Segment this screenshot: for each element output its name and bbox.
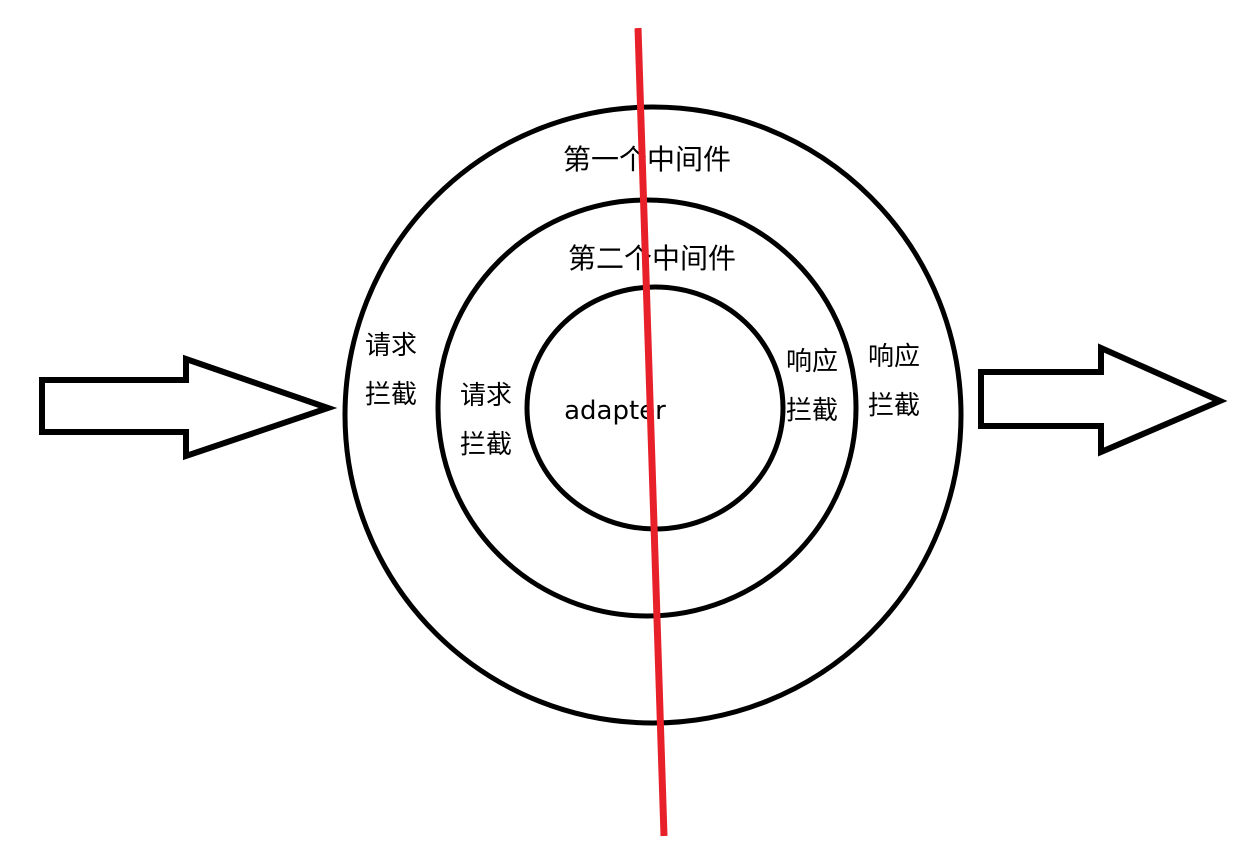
outgoing-arrow-icon: [978, 343, 1228, 457]
outer-response-label-line2: 拦截: [868, 391, 920, 421]
outer-response-label-line1: 响应: [868, 342, 920, 372]
inner-middleware-title: 第二个中间件: [568, 242, 736, 275]
inner-request-label-line1: 请求: [460, 381, 512, 411]
inner-response-label-line2: 拦截: [786, 396, 838, 426]
outer-middleware-ring: [342, 104, 964, 726]
outer-request-label-line2: 拦截: [365, 380, 417, 410]
outer-request-label-line1: 请求: [365, 331, 417, 361]
inner-response-label-line1: 响应: [786, 347, 838, 377]
incoming-arrow-icon: [39, 354, 338, 461]
outer-middleware-title: 第一个中间件: [563, 143, 731, 176]
inner-request-label-line2: 拦截: [460, 430, 512, 460]
request-response-divider-line: [634, 27, 668, 837]
